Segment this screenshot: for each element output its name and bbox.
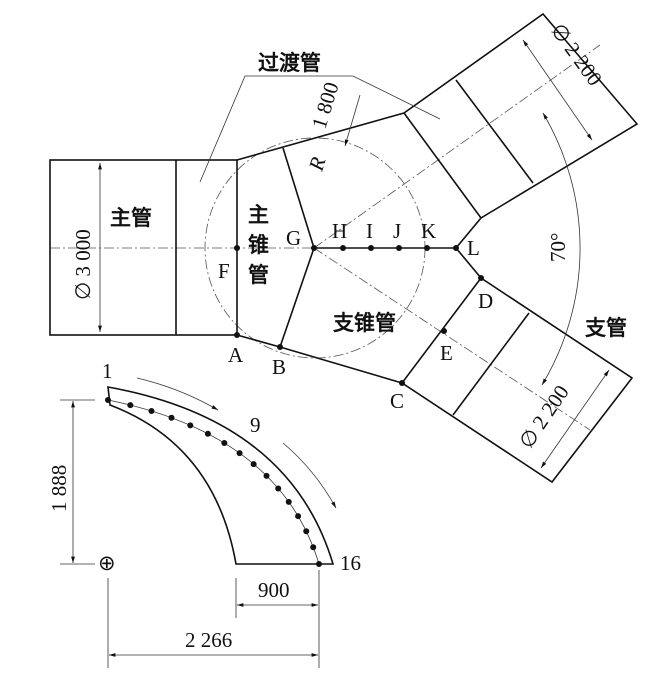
svg-text:∅ 2 200: ∅ 2 200 <box>514 381 573 453</box>
dev-start-label: 1 <box>102 359 113 383</box>
development-point <box>187 422 194 429</box>
inner-width-label: 900 <box>258 578 290 602</box>
point-B: B <box>272 355 286 379</box>
label-main-cone-2: 锥 <box>248 233 269 257</box>
point-A: A <box>228 343 244 367</box>
label-branch-cone: 支锥管 <box>333 311 396 335</box>
label-branch-pipe: 支管 <box>585 316 627 340</box>
point-L: L <box>467 236 480 260</box>
radius-value: 1 800 <box>307 79 344 131</box>
development-shape <box>107 386 335 565</box>
development-point <box>316 561 322 567</box>
lower-branch-diameter-label: ∅ 2 200 <box>514 381 573 453</box>
development-point <box>221 440 228 447</box>
angle-label: 70° <box>546 233 570 262</box>
direction-arrow-1 <box>136 377 219 411</box>
direction-arrow-2 <box>282 442 337 509</box>
development-point <box>168 414 175 421</box>
transition-leader <box>199 75 441 183</box>
point-C: C <box>390 389 404 413</box>
svg-text:∅ 2 200: ∅ 2 200 <box>546 19 607 90</box>
svg-text:R: R <box>304 154 331 174</box>
radius-dim <box>344 94 361 147</box>
svg-text:1 888: 1 888 <box>47 465 71 512</box>
development-point <box>285 498 292 505</box>
dev-end-label: 16 <box>340 551 361 575</box>
point-I: I <box>366 219 373 243</box>
point-E: E <box>440 341 453 365</box>
svg-text:∅ 3 000: ∅ 3 000 <box>71 229 95 300</box>
point-F: F <box>218 259 230 283</box>
development-point <box>303 528 310 535</box>
development-point <box>204 430 211 437</box>
development-point <box>295 513 302 520</box>
height-label: 1 888 <box>47 465 71 512</box>
point-J: J <box>393 219 401 243</box>
development-point <box>105 397 111 403</box>
development-point <box>275 485 282 492</box>
label-main-pipe: 主管 <box>110 206 152 230</box>
label-main-cone-1: 主 <box>248 203 269 227</box>
development-point <box>263 472 270 479</box>
point-D: D <box>478 289 493 313</box>
point-G: G <box>286 226 301 250</box>
development-point <box>148 408 155 415</box>
development-point <box>250 461 257 468</box>
development-point <box>127 402 134 409</box>
upper-branch-diameter-label: ∅ 2 200 <box>546 19 607 90</box>
lower-branch-diameter-dim <box>540 369 610 469</box>
origin-symbol: ⊕ <box>98 551 116 575</box>
development-points <box>105 397 322 567</box>
angle-arc <box>541 112 581 386</box>
svg-text:70°: 70° <box>546 233 570 262</box>
point-K: K <box>421 219 436 243</box>
development-point <box>236 450 243 457</box>
label-main-cone-3: 管 <box>248 263 269 287</box>
development-point <box>310 544 317 551</box>
dev-mid-label: 9 <box>250 413 261 437</box>
upper-branch-diameter-dim <box>522 39 593 141</box>
total-width-label: 2 266 <box>185 628 232 652</box>
radius-label: R <box>304 154 331 174</box>
point-H: H <box>332 219 347 243</box>
main-diameter-label: ∅ 3 000 <box>71 229 95 300</box>
point-markers <box>234 245 484 386</box>
svg-text:1 800: 1 800 <box>307 79 344 131</box>
label-transition-pipe: 过渡管 <box>258 51 321 75</box>
